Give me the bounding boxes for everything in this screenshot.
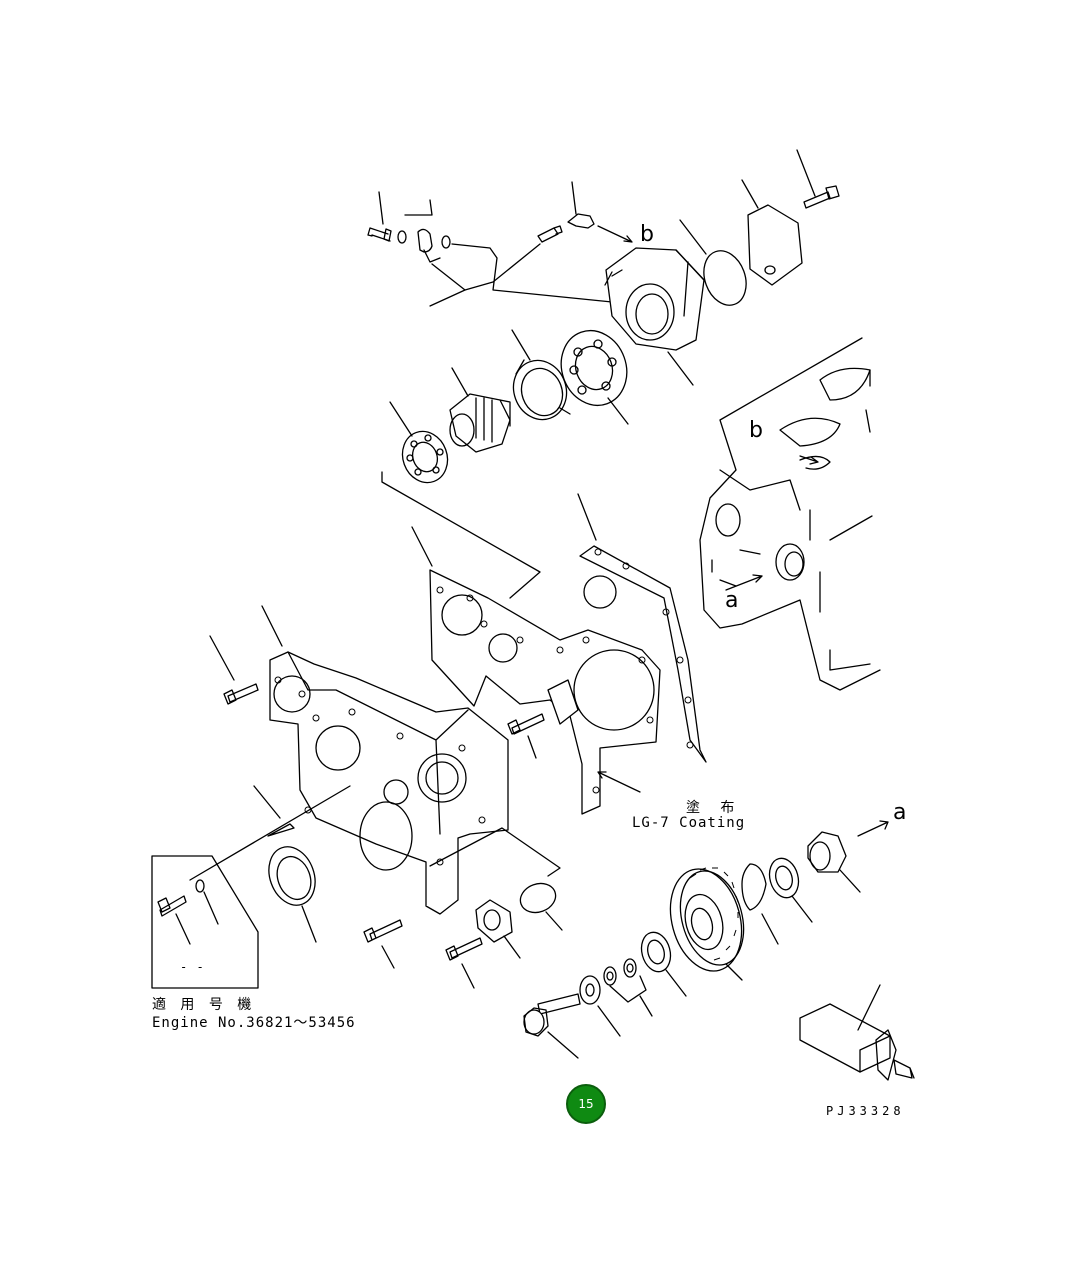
ref-label-b-block: b (749, 418, 763, 443)
o-ring (703, 250, 747, 306)
small-bolt-mid (507, 713, 545, 759)
engine-number-label: Engine No.36821～53456 (152, 1015, 356, 1031)
thrust-washers (603, 958, 653, 1017)
gear-bearing (640, 931, 687, 997)
arrow-to-b (597, 225, 633, 243)
small-cover-bolt (445, 937, 483, 989)
oil-seal (268, 846, 317, 943)
ref-label-a-block: a (725, 588, 739, 613)
box-dash-mark: - - (180, 960, 205, 974)
cover-bolt (796, 149, 840, 209)
compressor-housing (604, 247, 705, 386)
top-bracket-leader (404, 199, 433, 216)
timing-gear-case (261, 605, 509, 915)
oil-gasket (577, 493, 707, 763)
page-number-badge[interactable]: 15 (566, 1084, 606, 1124)
top-washer (397, 230, 407, 244)
idler-bolt (523, 993, 581, 1059)
group-bracket (381, 471, 541, 599)
coating-arrow (597, 771, 641, 793)
drive-gear-shaft (449, 367, 511, 453)
special-tool (799, 984, 915, 1081)
arrow-to-a (857, 820, 889, 837)
small-bolt (537, 225, 563, 243)
cylinder-block (699, 337, 881, 691)
idler-gear-assembly (523, 820, 889, 1059)
dowel-pin (253, 785, 295, 837)
bearing-right (560, 330, 629, 425)
coating-label-jp: 塗 布 (686, 800, 741, 816)
plug-seal (519, 882, 563, 931)
applicable-label-jp: 適 用 号 機 (152, 997, 255, 1013)
idler-bearing (768, 857, 813, 923)
idler-gear (669, 867, 745, 981)
drawing-code: PJ33328 (826, 1104, 905, 1118)
top-banjo (417, 228, 441, 263)
cover-plate (741, 179, 803, 286)
applicable-model-box (151, 855, 259, 989)
ref-label-a-right: a (893, 800, 907, 825)
ref-label-b-top: b (640, 222, 654, 247)
large-washer (579, 975, 621, 1037)
idler-shaft (807, 831, 861, 893)
front-gasket (411, 526, 661, 815)
case-bolt-top (209, 635, 259, 705)
snap-ring (741, 863, 779, 945)
top-left-bolt (367, 191, 392, 242)
coating-label-en: LG-7 Coating (632, 815, 746, 831)
small-cover (475, 899, 521, 959)
cover-group-line (429, 827, 561, 877)
bearing-left (389, 401, 449, 484)
oil-pipe (451, 243, 613, 303)
elbow-fitting (567, 181, 595, 229)
case-bolt-bottom (363, 919, 403, 969)
top-fittings (367, 181, 633, 307)
